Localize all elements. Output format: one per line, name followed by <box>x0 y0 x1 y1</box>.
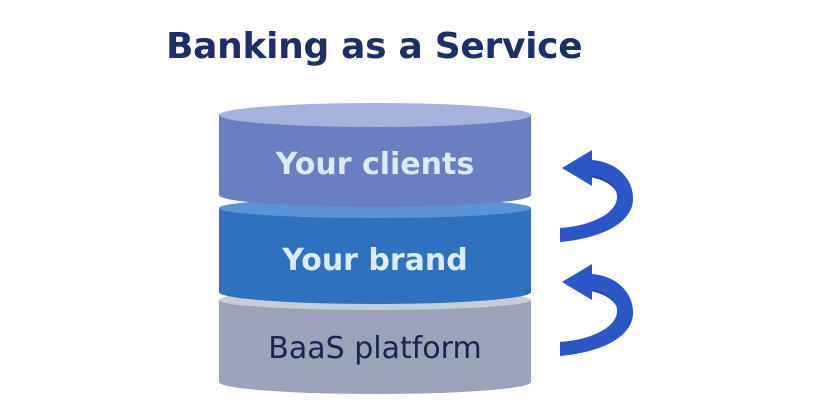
curved-arrow-up-icon <box>560 264 634 356</box>
layer-label-your-clients: Your clients <box>275 147 474 182</box>
layer-baas-platform: BaaS platform <box>219 290 531 394</box>
layer-your-brand: Your brand <box>219 198 531 304</box>
layer-your-clients: Your clients <box>219 103 531 207</box>
layer-label-baas-platform: BaaS platform <box>268 331 481 366</box>
layer-label-your-brand: Your brand <box>281 243 468 278</box>
curved-arrow-up-icon <box>560 150 634 242</box>
page-title: Banking as a Service <box>166 26 583 67</box>
